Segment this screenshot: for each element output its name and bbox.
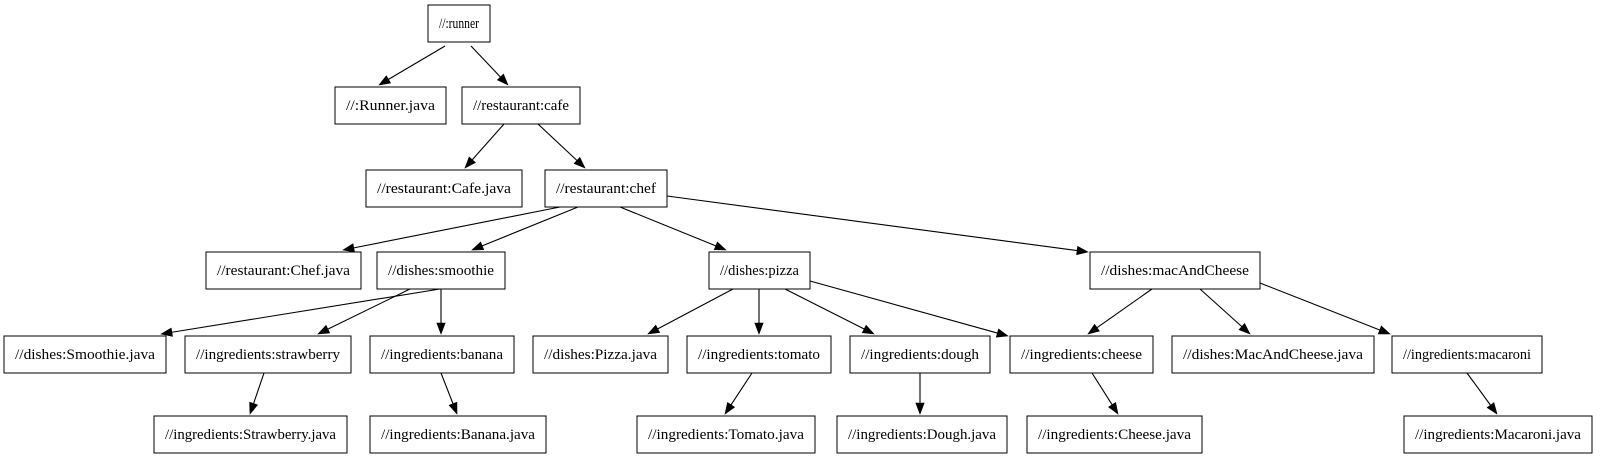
graph-node-label: //ingredients:tomato <box>698 347 820 363</box>
graph-node-label: //dishes:MacAndCheese.java <box>1183 347 1364 363</box>
graph-node-banana_java[interactable]: //ingredients:Banana.java <box>369 415 547 454</box>
graph-edge <box>784 288 875 335</box>
graph-node-macaroni_java[interactable]: //ingredients:Macaroni.java <box>1403 415 1593 454</box>
graph-node-runner_java[interactable]: //:Runner.java <box>334 86 447 125</box>
graph-node-dishes_smoothie[interactable]: //dishes:smoothie <box>376 251 506 290</box>
graph-node-chef_java[interactable]: //restaurant:Chef.java <box>205 251 362 290</box>
graph-node-label: //ingredients:macaroni <box>1403 347 1531 363</box>
graph-node-label: //restaurant:Cafe.java <box>377 181 512 197</box>
graph-node-ing_macaroni[interactable]: //ingredients:macaroni <box>1391 335 1543 374</box>
graph-edge <box>378 45 446 86</box>
graph-node-mac_java[interactable]: //dishes:MacAndCheese.java <box>1171 335 1375 374</box>
graph-edge <box>1259 282 1391 335</box>
graph-node-ing_cheese[interactable]: //ingredients:cheese <box>1009 335 1154 374</box>
graph-edge <box>436 289 446 335</box>
graph-node-label: //dishes:smoothie <box>388 263 494 279</box>
graph-node-ing_strawberry[interactable]: //ingredients:strawberry <box>184 335 352 374</box>
graph-edge <box>724 372 753 415</box>
graph-node-label: //:Runner.java <box>346 98 436 114</box>
graph-node-label: //ingredients:strawberry <box>196 347 341 363</box>
graph-edge <box>160 288 441 337</box>
graph-node-label: //ingredients:banana <box>381 347 504 363</box>
nodes-layer: //:runner //:Runner.java //restaurant:cafe… <box>3 4 1593 454</box>
graph-edge <box>754 289 764 335</box>
graph-node-cheese_java[interactable]: //ingredients:Cheese.java <box>1026 415 1203 454</box>
graph-edge <box>915 373 925 415</box>
graph-node-label: //ingredients:Dough.java <box>848 427 997 443</box>
graph-node-label: //ingredients:Banana.java <box>381 427 536 443</box>
graph-edge <box>317 288 411 335</box>
graph-node-label: //:runner <box>439 16 479 32</box>
edges-layer <box>160 45 1498 415</box>
graph-node-label: //ingredients:Macaroni.java <box>1415 427 1582 443</box>
graph-node-label: //ingredients:Tomato.java <box>648 427 805 443</box>
graph-node-dishes_pizza[interactable]: //dishes:pizza <box>708 251 811 290</box>
graph-edge <box>464 123 505 169</box>
graph-node-dishes_mac[interactable]: //dishes:macAndCheese <box>1089 251 1261 290</box>
graph-node-label: //dishes:pizza <box>720 263 800 279</box>
graph-node-label: //ingredients:Cheese.java <box>1038 427 1192 443</box>
graph-edge <box>619 206 727 251</box>
graph-node-ing_banana[interactable]: //ingredients:banana <box>369 335 515 374</box>
graph-node-label: //restaurant:chef <box>556 181 656 197</box>
graph-node-pizza_java[interactable]: //dishes:Pizza.java <box>532 335 669 374</box>
graph-edge <box>440 372 458 415</box>
graph-node-label: //dishes:Pizza.java <box>544 347 658 363</box>
graph-node-label: //dishes:Smoothie.java <box>15 347 156 363</box>
graph-edge <box>342 206 561 253</box>
graph-edge <box>809 280 1009 338</box>
graph-node-dough_java[interactable]: //ingredients:Dough.java <box>836 415 1008 454</box>
graph-node-label: //restaurant:Chef.java <box>217 263 351 279</box>
graph-edge <box>470 45 509 86</box>
graph-node-strawberry_java[interactable]: //ingredients:Strawberry.java <box>153 415 348 454</box>
graph-node-smoothie_java[interactable]: //dishes:Smoothie.java <box>3 335 167 374</box>
graph-edge <box>1466 372 1498 415</box>
graph-edge <box>1087 288 1153 335</box>
graph-node-runner[interactable]: //:runner <box>427 4 491 43</box>
graph-edge <box>471 206 579 251</box>
graph-node-ing_tomato[interactable]: //ingredients:tomato <box>686 335 832 374</box>
graph-node-ing_dough[interactable]: //ingredients:dough <box>849 335 991 374</box>
graph-edge <box>666 195 1089 256</box>
graph-node-label: //ingredients:Strawberry.java <box>165 427 337 443</box>
graph-node-label: //dishes:macAndCheese <box>1101 263 1249 279</box>
graph-edge <box>537 123 586 169</box>
graph-node-restaurant_chef[interactable]: //restaurant:chef <box>544 169 668 208</box>
graph-edge <box>1091 372 1119 415</box>
graph-node-label: //ingredients:dough <box>861 347 980 363</box>
graph-edge <box>1199 288 1251 335</box>
graph-node-tomato_java[interactable]: //ingredients:Tomato.java <box>636 415 816 454</box>
graph-edge <box>647 288 734 335</box>
graph-node-label: //ingredients:cheese <box>1021 347 1142 363</box>
graph-edge <box>249 372 265 415</box>
graph-node-cafe_java[interactable]: //restaurant:Cafe.java <box>365 169 523 208</box>
graph-node-restaurant_cafe[interactable]: //restaurant:cafe <box>461 86 581 125</box>
graph-node-label: //restaurant:cafe <box>473 98 569 114</box>
